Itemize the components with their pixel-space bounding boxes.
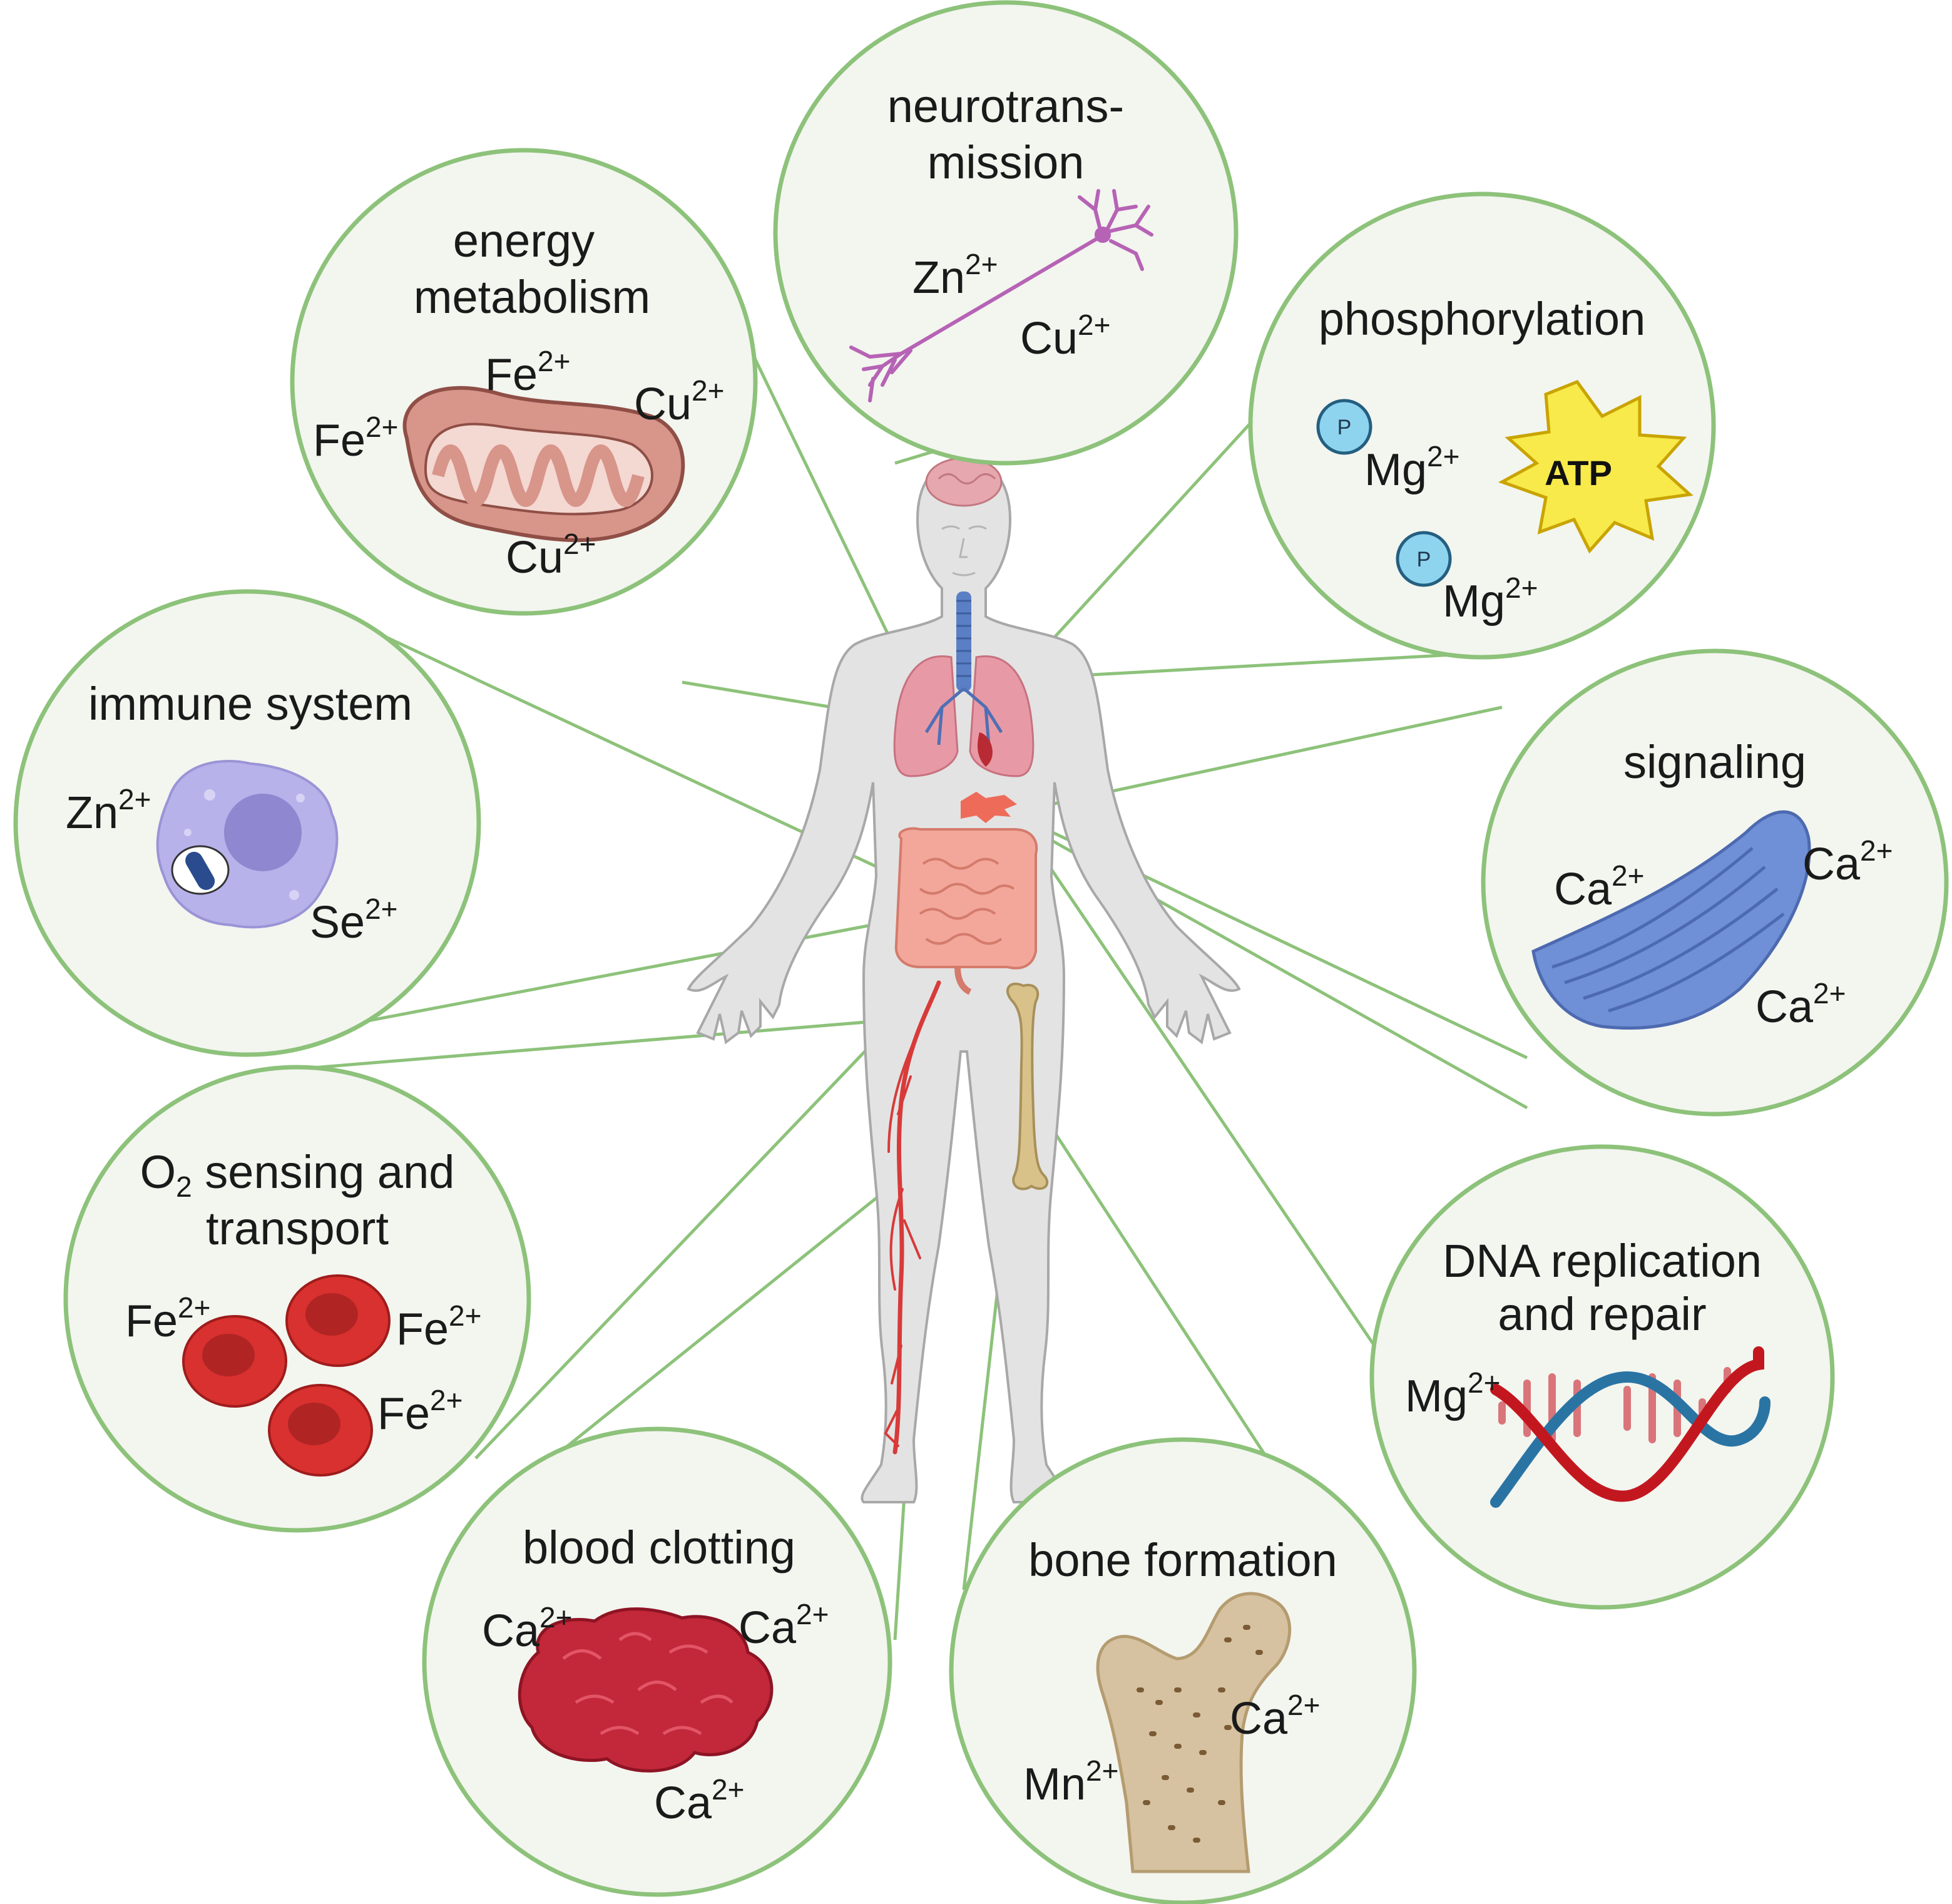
ion-label: Zn2+ <box>912 248 998 303</box>
panel-phosphorylation: phosphorylation ATP P P Mg2+ Mg2+ <box>1248 192 1716 660</box>
panel-title: transport <box>206 1202 389 1254</box>
ion-label: Ca2+ <box>1755 977 1846 1032</box>
atp-label: ATP <box>1545 453 1612 493</box>
ion-label: Se2+ <box>310 893 398 948</box>
ion-label: Fe2+ <box>485 345 570 400</box>
phosphate-icon: P <box>1316 399 1372 455</box>
panel-signaling: signaling Ca2+ Ca2+ Ca2+ <box>1481 648 1949 1117</box>
panel-circle <box>773 0 1239 466</box>
atp-icon: ATP <box>1498 379 1694 554</box>
panel-neurotransmission: neurotrans- mission Zn2+ Cu2+ <box>773 0 1239 466</box>
blood-clot-icon <box>518 1607 774 1773</box>
panel-title: metabolism <box>414 271 650 323</box>
dna-icon <box>1490 1346 1771 1508</box>
ion-label: Cu2+ <box>1020 309 1111 364</box>
panel-title: and repair <box>1498 1288 1706 1340</box>
body-silhouette <box>687 458 1241 1503</box>
panel-title: neurotrans- <box>887 80 1124 132</box>
panel-title: immune system <box>88 678 412 730</box>
pancreas-icon <box>961 792 1017 823</box>
ion-label: Ca2+ <box>482 1601 573 1656</box>
connector-lines <box>281 318 1528 1640</box>
macrophage-icon <box>156 760 339 929</box>
panel-blood-clotting: blood clotting Ca2+ Ca2+ Ca2+ <box>422 1426 892 1897</box>
phosphate-label: P <box>1417 548 1431 571</box>
ion-label: Zn2+ <box>66 783 151 838</box>
ion-label: Mg2+ <box>1443 571 1538 627</box>
artery-icon <box>884 980 941 1455</box>
ion-label: Ca2+ <box>1554 859 1645 914</box>
red-blood-cell-icon <box>182 1274 391 1477</box>
ion-label: Ca2+ <box>1230 1689 1321 1744</box>
panel-title: energy <box>453 215 595 267</box>
ion-label: Fe2+ <box>377 1384 462 1439</box>
ion-label: Mg2+ <box>1405 1366 1500 1421</box>
ion-label: Mg2+ <box>1364 440 1459 495</box>
mitochondrion-icon <box>402 386 685 543</box>
ion-label: Fe2+ <box>313 411 398 466</box>
panel-title: DNA replication <box>1443 1235 1762 1287</box>
intestines-icon <box>894 827 1038 995</box>
femur-icon <box>1006 982 1049 1190</box>
panel-bone-formation: bone formation Ca2+ Mn2+ <box>949 1437 1417 1904</box>
panel-title: phosphorylation <box>1319 293 1645 345</box>
panel-immune-system: immune system Zn2+ Se2+ <box>13 589 481 1057</box>
ion-label: Cu2+ <box>634 374 725 429</box>
endoplasmic-reticulum-icon <box>1531 810 1811 1030</box>
ion-label: Ca2+ <box>738 1598 829 1653</box>
panel-title: signaling <box>1623 736 1806 788</box>
panel-title: mission <box>927 136 1085 188</box>
bone-icon <box>1096 1592 1292 1873</box>
ion-label: Cu2+ <box>506 528 596 583</box>
ion-label: Mn2+ <box>1023 1754 1118 1809</box>
lungs-icon <box>893 655 1035 777</box>
phosphate-icon: P <box>1396 531 1452 587</box>
panel-title: blood clotting <box>523 1522 795 1574</box>
neuron-icon <box>849 189 1153 402</box>
trachea-icon <box>956 591 971 692</box>
brain-icon <box>925 457 1003 507</box>
face <box>941 525 987 576</box>
human-body <box>687 457 1241 1503</box>
panel-dna-replication: DNA replication and repair Mg2+ <box>1369 1144 1835 1610</box>
panel-energy-metabolism: energy metabolism Fe2+ Fe2+ Cu2+ Cu2+ <box>290 148 758 616</box>
ion-label: Fe2+ <box>125 1291 210 1346</box>
panel-o2-sensing: O2 sensing and transport Fe2+ Fe2+ Fe2+ <box>63 1065 531 1533</box>
phosphate-label: P <box>1337 416 1352 439</box>
panel-title: O2 sensing and <box>140 1146 455 1203</box>
panel-title: bone formation <box>1028 1534 1337 1586</box>
ion-label: Ca2+ <box>1802 834 1893 889</box>
ion-label: Ca2+ <box>654 1773 745 1828</box>
ion-label: Fe2+ <box>396 1299 481 1354</box>
